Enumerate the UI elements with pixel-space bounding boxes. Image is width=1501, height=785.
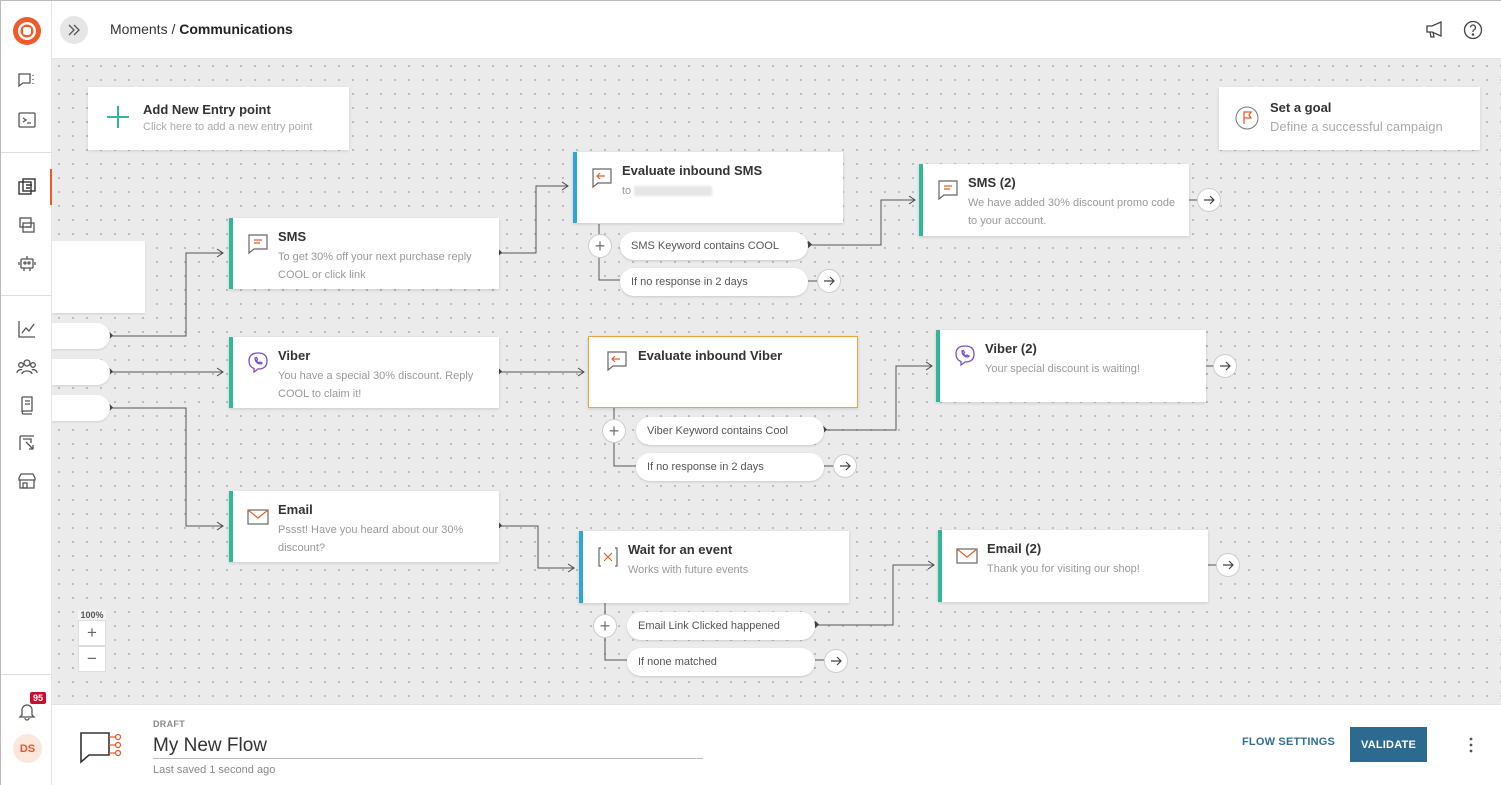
notifications-icon[interactable]	[13, 697, 41, 725]
avatar[interactable]: DS	[13, 734, 42, 763]
store-icon[interactable]	[13, 467, 41, 495]
zoom-control: 100% + −	[78, 610, 106, 682]
entry-subtitle: Click here to add a new entry point	[143, 121, 313, 133]
email-node[interactable]: Email Pssst! Have you heard about our 30…	[229, 491, 499, 562]
campaign-icon[interactable]	[13, 429, 41, 457]
flow-status: DRAFT	[153, 719, 185, 729]
next-step-button[interactable]	[833, 454, 857, 478]
breadcrumb-parent[interactable]: Moments	[110, 21, 168, 37]
arrow-right-icon	[1223, 560, 1234, 570]
notification-count-badge: 95	[30, 692, 47, 704]
viber-2-node[interactable]: Viber (2) Your special discount is waiti…	[936, 330, 1206, 402]
condition-sms-noresponse[interactable]: If no response in 2 days	[620, 268, 808, 296]
arrow-right-icon	[1220, 361, 1231, 371]
goal-subtitle: Define a successful campaign	[1270, 119, 1443, 134]
validate-button[interactable]: VALIDATE	[1350, 727, 1427, 762]
sms-icon	[248, 234, 268, 255]
breadcrumb-current: Communications	[179, 21, 293, 37]
next-step-button[interactable]	[1213, 354, 1237, 378]
broadcast-icon[interactable]	[13, 211, 41, 239]
condition-email-clicked[interactable]: Email Link Clicked happened	[627, 612, 815, 640]
expand-sidebar-button[interactable]	[60, 16, 88, 44]
next-step-button[interactable]	[1197, 188, 1221, 212]
email-icon	[247, 509, 269, 525]
last-saved-text: Last saved 1 second ago	[153, 764, 276, 776]
plus-icon: +	[599, 616, 611, 636]
breadcrumb: Moments / Communications	[110, 21, 293, 37]
flow-chat-icon	[80, 732, 122, 764]
docs-icon[interactable]	[13, 391, 41, 419]
plus-icon: +	[594, 236, 606, 256]
add-condition-button[interactable]: +	[588, 234, 612, 258]
help-icon[interactable]	[1462, 19, 1484, 41]
plus-icon	[107, 106, 129, 128]
conversations-icon[interactable]	[13, 67, 41, 95]
viber-icon	[248, 352, 268, 374]
sms-2-node[interactable]: SMS (2) We have added 30% discount promo…	[919, 164, 1189, 236]
next-step-button[interactable]	[1216, 553, 1240, 577]
footer: DRAFT My New Flow Last saved 1 second ag…	[52, 704, 1501, 785]
zoom-level: 100%	[78, 610, 106, 620]
header: Moments / Communications	[52, 1, 1501, 59]
arrow-right-icon	[840, 461, 851, 471]
add-condition-button[interactable]: +	[602, 419, 626, 443]
zoom-out-button[interactable]: −	[78, 646, 106, 672]
wait-event-node[interactable]: Wait for an event Works with future even…	[579, 531, 849, 603]
announcements-icon[interactable]	[1425, 19, 1447, 41]
flows-icon[interactable]	[13, 173, 41, 201]
terminal-icon[interactable]	[13, 106, 41, 134]
analytics-icon[interactable]	[13, 315, 41, 343]
flow-canvas[interactable]: Add New Entry point Click here to add a …	[52, 59, 1501, 704]
flow-settings-button[interactable]: FLOW SETTINGS	[1242, 736, 1336, 748]
entry-branch-pill[interactable]	[52, 359, 110, 385]
inbound-sms-icon	[592, 168, 612, 189]
redacted-number	[634, 186, 713, 197]
double-chevron-right-icon	[68, 24, 80, 36]
people-icon[interactable]	[13, 353, 41, 381]
plus-icon: +	[608, 421, 620, 441]
inbound-viber-icon	[607, 351, 627, 372]
evaluate-sms-node[interactable]: Evaluate inbound SMS to	[573, 152, 843, 223]
add-entry-point-card[interactable]: Add New Entry point Click here to add a …	[88, 87, 349, 150]
condition-viber-noresponse[interactable]: If no response in 2 days	[636, 453, 824, 481]
active-indicator	[50, 169, 52, 205]
arrow-right-icon	[824, 276, 835, 286]
evaluate-viber-node[interactable]: Evaluate inbound Viber	[588, 336, 858, 408]
app-logo-icon[interactable]	[12, 16, 42, 46]
sms-icon	[938, 180, 958, 201]
viber-icon	[955, 345, 975, 367]
flow-name-input[interactable]: My New Flow	[153, 735, 703, 759]
entry-title: Add New Entry point	[143, 102, 271, 117]
email-icon	[956, 548, 978, 564]
arrow-right-icon	[1204, 195, 1215, 205]
entry-point-card[interactable]	[52, 241, 145, 313]
set-goal-card[interactable]: Set a goal Define a successful campaign	[1219, 87, 1480, 150]
next-step-button[interactable]	[824, 649, 848, 673]
bot-icon[interactable]	[13, 249, 41, 277]
goal-flag-icon	[1235, 106, 1259, 130]
sms-node[interactable]: SMS To get 30% off your next purchase re…	[229, 218, 499, 289]
entry-branch-pill[interactable]	[52, 395, 110, 421]
condition-email-none[interactable]: If none matched	[627, 648, 815, 676]
entry-branch-pill[interactable]	[52, 323, 110, 349]
goal-title: Set a goal	[1270, 100, 1332, 115]
next-step-button[interactable]	[817, 269, 841, 293]
condition-sms-keyword[interactable]: SMS Keyword contains COOL	[620, 232, 808, 260]
more-vertical-icon[interactable]	[1464, 734, 1478, 756]
zoom-in-button[interactable]: +	[78, 620, 106, 646]
event-icon	[598, 547, 618, 567]
email-2-node[interactable]: Email (2) Thank you for visiting our sho…	[938, 530, 1208, 602]
viber-node[interactable]: Viber You have a special 30% discount. R…	[229, 337, 499, 408]
sidebar: 95 DS	[1, 1, 52, 785]
condition-viber-keyword[interactable]: Viber Keyword contains Cool	[636, 417, 824, 445]
arrow-right-icon	[831, 656, 842, 666]
add-condition-button[interactable]: +	[593, 614, 617, 638]
